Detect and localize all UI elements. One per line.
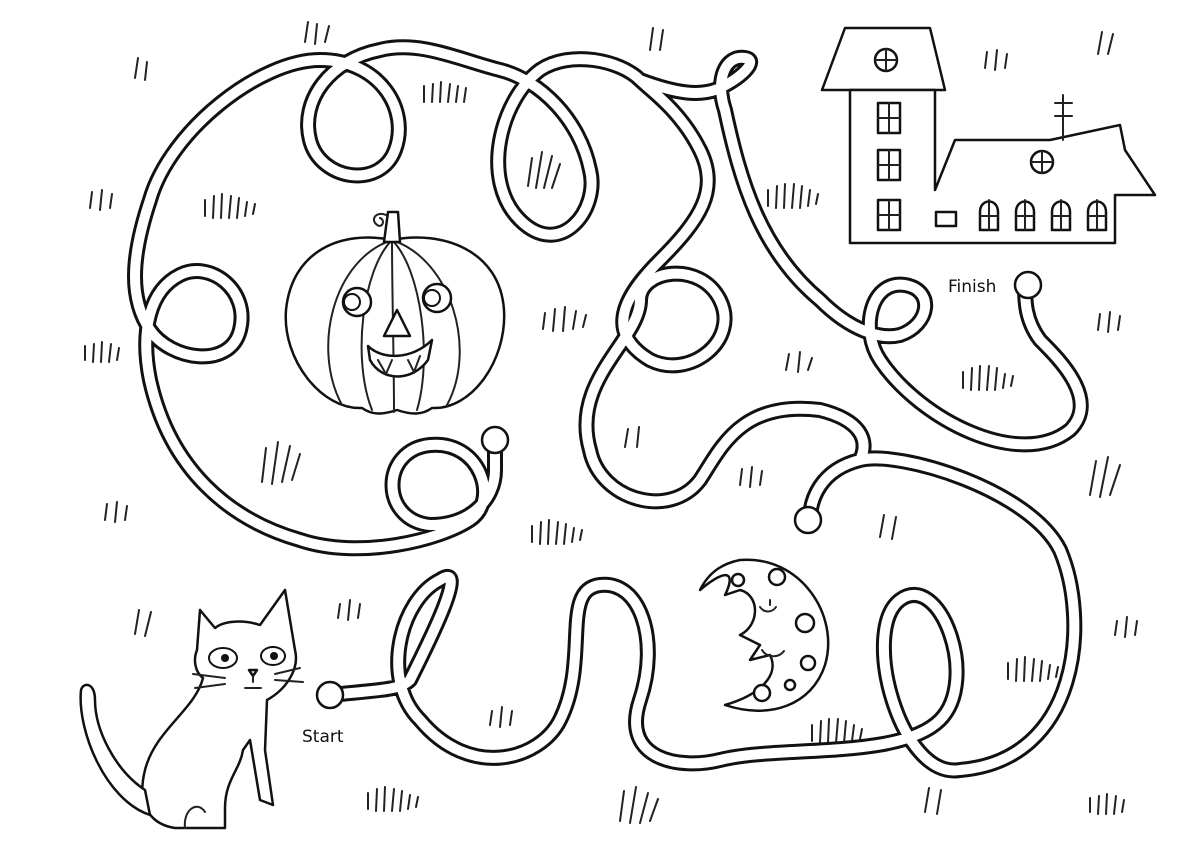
grass-tufts	[84, 21, 1138, 824]
finish-label: Finish	[948, 277, 996, 297]
dead-end-dot	[480, 425, 510, 455]
haunted-house-icon	[820, 26, 1157, 245]
cat-icon	[79, 588, 304, 830]
dead-end-dot	[793, 505, 823, 535]
pumpkin-icon	[284, 210, 506, 415]
start-dot[interactable]	[315, 680, 345, 710]
moon-icon	[698, 558, 830, 712]
start-label: Start	[302, 727, 344, 747]
finish-dot[interactable]	[1013, 270, 1043, 300]
maze-endpoints	[315, 270, 1043, 710]
